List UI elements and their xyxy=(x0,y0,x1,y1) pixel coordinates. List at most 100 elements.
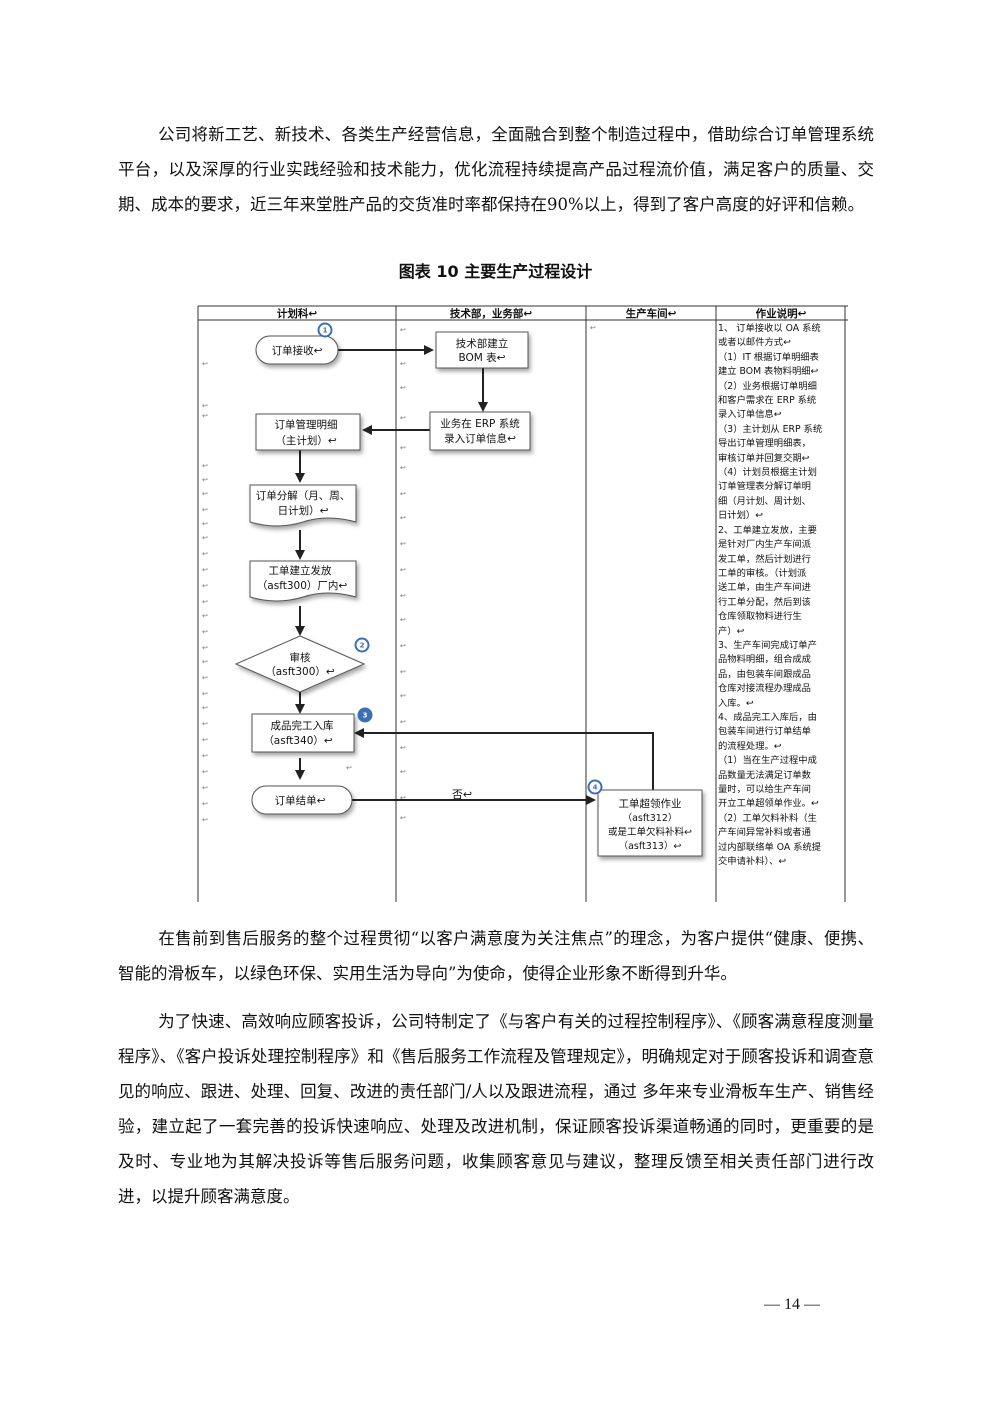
node-over-issue-line1: 工单超领作业 xyxy=(619,797,682,810)
note-line: （2）业务根据订单明细 xyxy=(718,380,817,392)
svg-text:↩: ↩ xyxy=(400,384,406,392)
node-order-close xyxy=(251,785,353,815)
svg-text:↩: ↩ xyxy=(400,616,406,624)
svg-text:↩: ↩ xyxy=(202,476,208,484)
svg-text:↩: ↩ xyxy=(400,490,406,498)
node-review-decision xyxy=(234,635,366,693)
svg-text:↩: ↩ xyxy=(400,794,406,802)
svg-text:↩: ↩ xyxy=(202,598,208,606)
svg-text:↩: ↩ xyxy=(346,764,352,772)
note-line: 审核订单并回复交期↩ xyxy=(718,452,810,464)
svg-text:↩: ↩ xyxy=(202,784,208,792)
note-line: 是针对厂内生产车间派 xyxy=(718,539,811,551)
svg-text:↩: ↩ xyxy=(400,540,406,548)
svg-text:↩: ↩ xyxy=(202,690,208,698)
svg-text:↩: ↩ xyxy=(202,360,208,368)
svg-text:↩: ↩ xyxy=(400,744,406,752)
node-finished-goods-line1: 成品完工入库 xyxy=(271,719,334,732)
svg-text:↩: ↩ xyxy=(400,592,406,600)
svg-text:↩: ↩ xyxy=(400,668,406,676)
note-line: 产车间异常补料或者通 xyxy=(718,827,811,839)
svg-text:↩: ↩ xyxy=(400,692,406,700)
note-line: 订单管理表分解订单明 xyxy=(718,481,811,493)
svg-text:↩: ↩ xyxy=(202,768,208,776)
svg-text:↩: ↩ xyxy=(400,718,406,726)
svg-text:↩: ↩ xyxy=(202,566,208,574)
note-line: 过内部联络单 OA 系统提 xyxy=(718,841,822,853)
svg-text:↩: ↩ xyxy=(202,800,208,808)
paragraph-production: 公司将新工艺、新技术、各类生产经营信息，全面融合到整个制造过程中，借助综合订单管… xyxy=(118,117,874,222)
node-order-receive-label: 订单接收↩ xyxy=(272,344,323,357)
column-header-notes: 作业说明↩ xyxy=(756,307,807,320)
note-line: 日计划）↩ xyxy=(718,510,763,522)
note-line: 入库。↩ xyxy=(718,697,754,709)
note-line: 细（月计划、周计划、 xyxy=(718,495,811,507)
svg-text:↩: ↩ xyxy=(202,816,208,824)
note-line: 量时，可以给生产车间 xyxy=(718,784,811,795)
step-badge-1: 1 xyxy=(317,322,333,338)
note-line: 工单的审核。（计划派 xyxy=(718,567,807,579)
svg-text:↩: ↩ xyxy=(202,704,208,712)
note-line: 发工单，然后计划进行 xyxy=(718,553,811,565)
svg-text:↩: ↩ xyxy=(202,520,208,528)
node-over-issue-line2: （asft312） xyxy=(623,812,678,824)
svg-text:↩: ↩ xyxy=(202,612,208,620)
svg-text:↩: ↩ xyxy=(202,402,208,410)
process-flowchart: 计划科↩ 技术部，业务部↩ 生产车间↩ 作业说明↩ ↩↩↩ ↩↩↩ ↩↩↩ ↩↩… xyxy=(197,305,848,902)
swimlane-grid xyxy=(197,305,848,902)
node-review-line1: 审核 xyxy=(290,651,311,664)
svg-text:↩: ↩ xyxy=(400,414,406,422)
note-line: 仓库领取物料进行生 xyxy=(718,611,802,623)
svg-text:↩: ↩ xyxy=(400,444,406,452)
note-line: 3、生产车间完成订单产 xyxy=(718,639,817,651)
svg-text:↩: ↩ xyxy=(400,642,406,650)
note-line: 建立 BOM 表物料明细↩ xyxy=(718,366,819,378)
step-badge-4: 4 xyxy=(587,779,603,795)
svg-text:3: 3 xyxy=(363,712,368,720)
svg-text:↩: ↩ xyxy=(202,658,208,666)
node-order-receive xyxy=(255,335,339,365)
paragraph-service-philosophy: 在售前到售后服务的整个过程贯彻“以客户满意度为关注焦点”的理念，为客户提供“健康… xyxy=(118,921,874,991)
note-line: 品数量无法满足订单数 xyxy=(718,769,811,781)
paragraph-complaint-handling: 为了快速、高效响应顾客投诉，公司特制定了《与客户有关的过程控制程序》、《顾客满意… xyxy=(118,1004,874,1214)
note-line: 送工单，由生产车间进 xyxy=(718,582,811,594)
note-line: 仓库对接流程办理成品 xyxy=(718,683,811,695)
page-number: — 14 — xyxy=(764,1296,820,1313)
node-finished-goods xyxy=(251,713,355,753)
svg-text:↩: ↩ xyxy=(400,814,406,822)
node-erp-line2: 录入订单信息↩ xyxy=(444,432,516,445)
note-line: 和客户需求在 ERP 系统 xyxy=(718,395,817,407)
svg-text:↩: ↩ xyxy=(202,412,208,420)
node-work-order-issue xyxy=(249,560,357,602)
note-line: 录入订单信息↩ xyxy=(718,409,782,421)
note-line: （1）IT 根据订单明细表 xyxy=(718,351,819,363)
svg-text:4: 4 xyxy=(593,784,598,792)
figure-title: 图表 10 主要生产过程设计 xyxy=(398,262,593,281)
svg-text:↩: ↩ xyxy=(202,720,208,728)
paragraph-text: 为了快速、高效响应顾客投诉，公司特制定了《与客户有关的过程控制程序》、《顾客满意… xyxy=(118,1012,874,1206)
svg-text:↩: ↩ xyxy=(590,324,596,332)
node-order-close-label: 订单结单↩ xyxy=(275,794,326,807)
note-line: （4）计划员根据主计划 xyxy=(718,467,817,479)
svg-text:1: 1 xyxy=(323,327,328,335)
node-over-issue-line4: （asft313）↩ xyxy=(619,840,682,852)
node-review-line2: （asft300）↩ xyxy=(265,666,335,678)
paragraph-text: 公司将新工艺、新技术、各类生产经营信息，全面融合到整个制造过程中，借助综合订单管… xyxy=(118,125,874,214)
svg-text:↩: ↩ xyxy=(202,550,208,558)
svg-text:↩: ↩ xyxy=(202,506,208,514)
note-line: 导出订单管理明细表， xyxy=(718,438,811,450)
note-line: 交申请补料）、↩ xyxy=(718,856,787,868)
node-tech-bom-line1: 技术部建立 xyxy=(456,337,509,350)
svg-text:↩: ↩ xyxy=(202,490,208,498)
note-line: 2、工单建立发放，主要 xyxy=(718,524,817,536)
svg-text:↩: ↩ xyxy=(202,736,208,744)
svg-text:↩: ↩ xyxy=(202,752,208,760)
column-header-planning: 计划科↩ xyxy=(277,307,317,320)
svg-text:↩: ↩ xyxy=(400,464,406,472)
svg-text:↩: ↩ xyxy=(400,514,406,522)
svg-text:↩: ↩ xyxy=(202,628,208,636)
note-line: 产）↩ xyxy=(718,625,745,637)
node-order-detail-line1: 订单管理明细 xyxy=(275,418,338,431)
note-line: （2）工单欠料补料（生 xyxy=(718,812,817,824)
node-decompose-line2: 日计划）↩ xyxy=(278,504,329,517)
